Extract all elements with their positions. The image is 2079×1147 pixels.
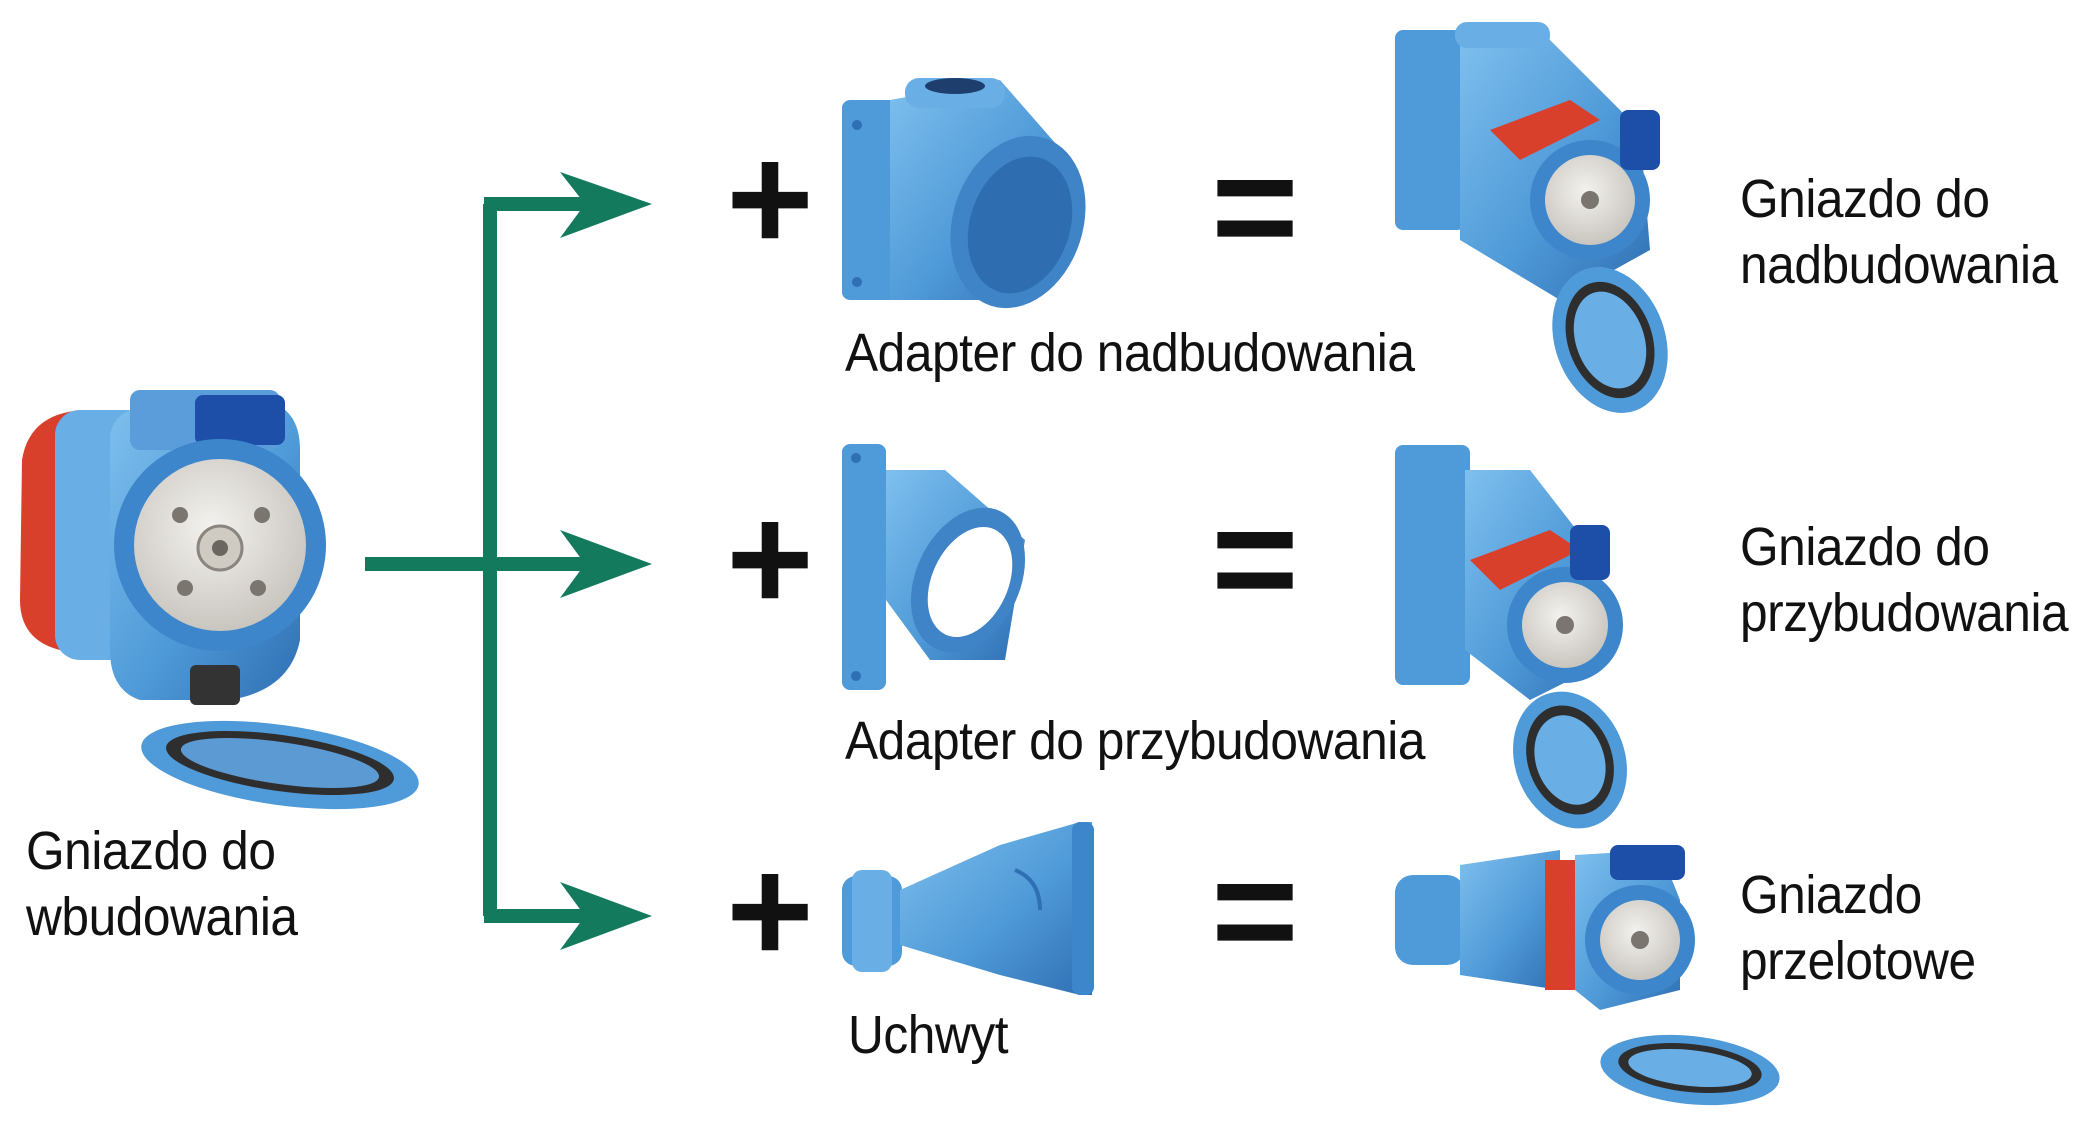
result-wall-socket-image [1395, 445, 1627, 829]
equals-sign-row-3: = [1211, 826, 1299, 994]
result-label-row-1-line1: Gniazdo do [1740, 169, 1990, 229]
adapter-wall-image [842, 444, 1026, 690]
result-label-row-1-line2: nadbudowania [1740, 235, 2058, 295]
result-label-row-2-line1: Gniazdo do [1740, 517, 1990, 577]
plus-sign-row-2: + [726, 474, 814, 642]
panel-socket-image [20, 390, 419, 810]
arrowhead-middle [560, 530, 652, 598]
result-surface-socket-image [1395, 22, 1668, 413]
result-label-row-3-line2: przelotowe [1740, 931, 1976, 991]
component-label-row-1: Adapter do nadbudowania [845, 323, 1415, 383]
component-label-row-3: Uchwyt [848, 1005, 1009, 1065]
equals-sign-row-1: = [1211, 122, 1299, 290]
result-inline-socket-image [1395, 845, 1780, 1106]
flow-arrows [365, 197, 590, 923]
plus-sign-row-1: + [726, 114, 814, 282]
row-1 [842, 22, 1668, 413]
arrowhead-top [560, 172, 652, 238]
result-label-row-2-line2: przybudowania [1740, 583, 2069, 643]
operators: + + + = = = [726, 114, 1299, 994]
handle-image [842, 822, 1094, 995]
row-3 [842, 822, 1780, 1106]
row-2 [842, 444, 1627, 829]
component-label-row-2: Adapter do przybudowania [845, 711, 1426, 771]
source-socket-label-line1: Gniazdo do [26, 821, 276, 881]
result-label-row-3-line1: Gniazdo [1740, 865, 1922, 925]
arrowhead-bottom [560, 882, 652, 950]
source-socket-label-line2: wbudowania [26, 887, 298, 947]
plus-sign-row-3: + [726, 826, 814, 994]
equals-sign-row-2: = [1211, 474, 1299, 642]
adapter-surface-image [842, 78, 1086, 309]
